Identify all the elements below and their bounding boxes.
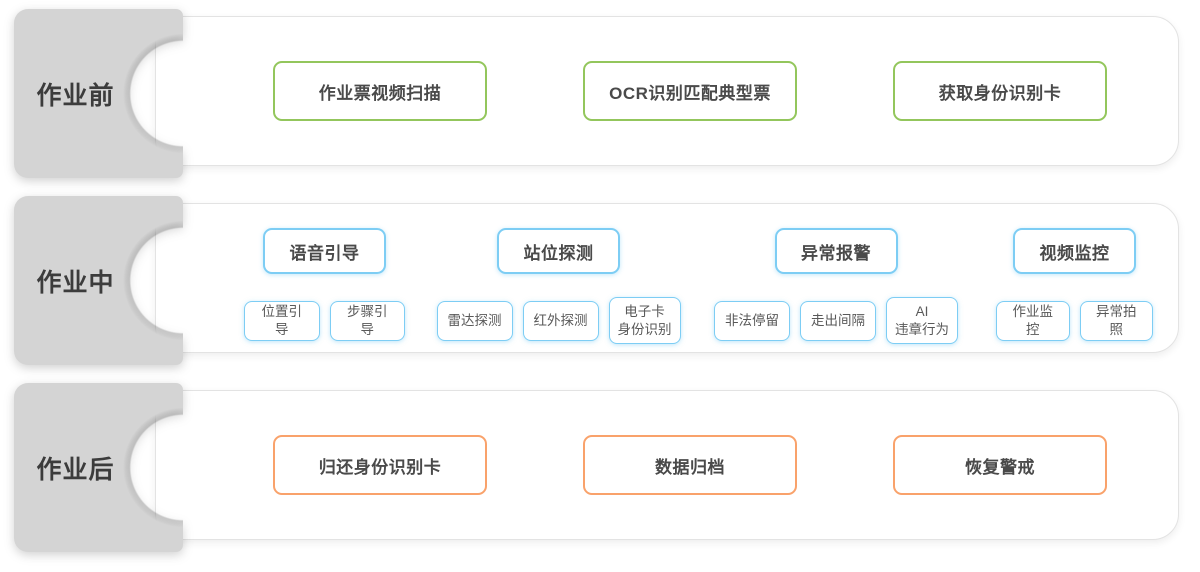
position-detection-subs: 雷达探测 红外探测 电子卡 身份识别 [436,297,681,344]
sub-work-monitoring: 作业监控 [996,300,1070,341]
voice-guidance-subs: 位置引导 步骤引导 [244,297,405,344]
phase-panel-during: 语音引导 位置引导 步骤引导 站位探测 雷达探测 红外探测 电子卡 身份识别 异… [155,203,1179,353]
box-return-id-card: 归还身份识别卡 [273,435,487,495]
sub-leaving-interval: 走出间隔 [800,300,876,341]
box-label: OCR识别匹配典型票 [609,83,771,103]
group-voice-guidance: 语音引导 位置引导 步骤引导 [244,204,405,344]
sub-anomaly-snapshot: 异常拍照 [1079,300,1153,341]
header-video-monitoring: 视频监控 [1013,228,1136,274]
sub-ecard-identification: 电子卡 身份识别 [608,297,681,344]
group-anomaly-alarm: 异常报警 非法停留 走出间隔 AI 违章行为 [712,204,960,344]
pre-steps: 作业票视频扫描 OCR识别匹配典型票 获取身份识别卡 [156,17,1178,165]
sub-radar-detection: 雷达探测 [436,300,513,341]
phase-tab-label: 作业后 [36,455,115,484]
group-position-detection: 站位探测 雷达探测 红外探测 电子卡 身份识别 [435,204,682,344]
phase-tab-post: 作业后 [14,383,183,552]
phase-tab-during: 作业中 [14,196,183,365]
box-get-id-card: 获取身份识别卡 [893,61,1107,121]
header-anomaly-alarm: 异常报警 [774,228,898,274]
box-label: 数据归档 [655,457,725,477]
post-steps: 归还身份识别卡 数据归档 恢复警戒 [156,391,1178,539]
video-monitoring-subs: 作业监控 异常拍照 [996,297,1153,344]
box-label: 恢复警戒 [965,457,1035,477]
sub-ai-violation-behavior: AI 违章行为 [886,297,958,344]
box-ocr-match-typical-ticket: OCR识别匹配典型票 [583,61,797,121]
box-label: 作业票视频扫描 [318,83,442,103]
sub-infrared-detection: 红外探测 [522,300,599,341]
group-video-monitoring: 视频监控 作业监控 异常拍照 [996,204,1153,344]
anomaly-alarm-subs: 非法停留 走出间隔 AI 违章行为 [714,297,958,344]
box-work-ticket-video-scan: 作业票视频扫描 [273,61,487,121]
phase-tab-label: 作业前 [36,81,115,110]
header-position-detection: 站位探测 [497,228,620,274]
sub-step-guidance: 步骤引导 [329,300,405,341]
sub-illegal-stay: 非法停留 [714,300,790,341]
box-data-archiving: 数据归档 [583,435,797,495]
phase-panel-post: 归还身份识别卡 数据归档 恢复警戒 [155,390,1179,540]
box-label: 获取身份识别卡 [938,83,1062,103]
box-restore-alert: 恢复警戒 [893,435,1107,495]
sub-position-guidance: 位置引导 [244,300,320,341]
phase-tab-pre: 作业前 [14,9,183,178]
phase-tab-label: 作业中 [36,268,115,297]
header-voice-guidance: 语音引导 [263,228,386,274]
phase-panel-pre: 作业票视频扫描 OCR识别匹配典型票 获取身份识别卡 [155,16,1179,166]
box-label: 归还身份识别卡 [318,457,442,477]
